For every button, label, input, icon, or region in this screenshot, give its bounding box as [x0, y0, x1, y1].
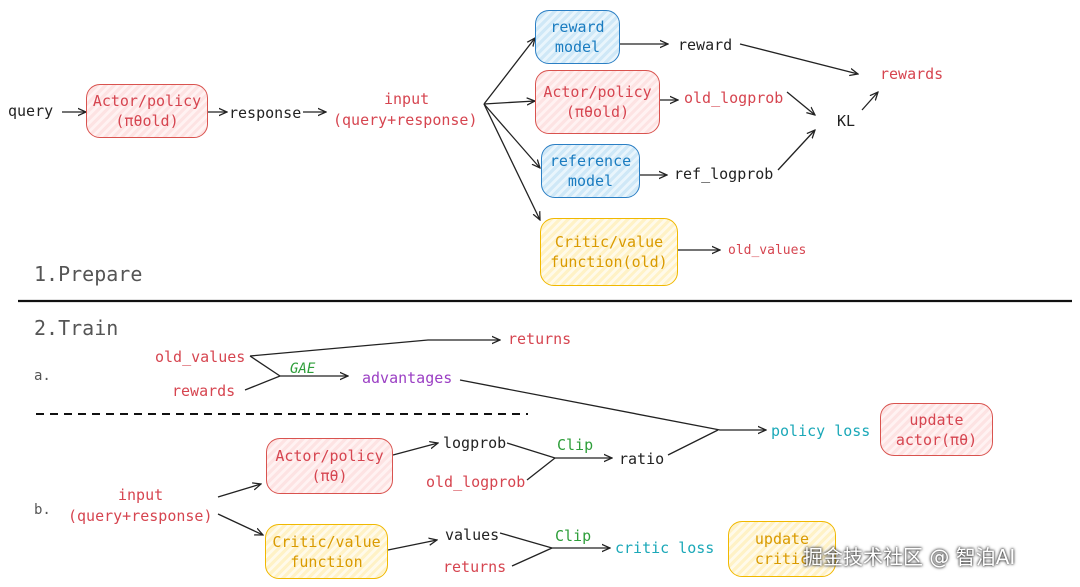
- arrow-reflogprob-kl: [777, 130, 815, 171]
- actor-policy-old-2-line1: Actor/policy: [543, 83, 652, 101]
- critic-value-line2: function: [290, 552, 363, 571]
- train-b-old-logprob-label: old_logprob: [426, 473, 526, 491]
- kl-label: KL: [837, 112, 856, 130]
- actor-policy-old-2-line2: (πθold): [565, 103, 630, 121]
- rewards-label: rewards: [880, 65, 944, 83]
- clip-2-label: Clip: [555, 527, 592, 545]
- arrow-input-actor: [217, 484, 261, 498]
- reward-label: reward: [678, 36, 733, 54]
- query-label: query: [8, 102, 54, 120]
- input-label: input: [384, 90, 430, 108]
- subsection-a-label: a.: [34, 368, 51, 384]
- arrow-advantages-policyloss: [459, 379, 766, 430]
- arrow-kl-rewards: [861, 92, 878, 111]
- old-logprob-label: old_logprob: [684, 89, 784, 107]
- input-sub-label: (query+response): [333, 111, 478, 129]
- clip-1-label: Clip: [557, 436, 594, 454]
- actor-policy-old-2-node: Actor/policy (πθold): [535, 70, 660, 134]
- train-b-input-label: input: [118, 486, 164, 504]
- response-label: response: [229, 104, 302, 122]
- actor-policy-node: Actor/policy (πθ): [266, 438, 393, 494]
- reward-model-line2: model: [554, 38, 601, 56]
- update-actor-line2: actor(πθ): [895, 430, 978, 449]
- watermark: 掘金技术社区 @ 智泊AI: [803, 545, 1016, 569]
- policy-loss-label: policy loss: [771, 422, 871, 440]
- arrow-input-actor-old: [483, 101, 535, 104]
- arrow-reward-rewards: [739, 43, 858, 74]
- reference-model-node: reference model: [541, 144, 640, 198]
- reward-model-node: reward model: [535, 10, 620, 64]
- critic-value-old-node: Critic/value function(old): [540, 218, 678, 286]
- update-actor-node: update actor(πθ): [880, 403, 993, 456]
- arrow-input-reference: [483, 103, 540, 168]
- update-critic-line2: critic: [754, 550, 810, 568]
- actor-policy-line1: Actor/policy: [275, 447, 384, 465]
- old-values-label: old_values: [728, 243, 807, 258]
- reference-model-line2: model: [567, 172, 614, 190]
- actor-policy-old-line1: Actor/policy: [92, 92, 202, 110]
- section-prepare-label: 1.Prepare: [34, 262, 143, 286]
- arrow-actor-logprob: [392, 443, 438, 456]
- critic-value-old-line2: function(old): [550, 253, 668, 271]
- actor-policy-old-node: Actor/policy (πθold): [86, 84, 208, 138]
- train-b-input-sub-label: (query+response): [68, 507, 213, 525]
- arrow-returns-criticloss: [511, 547, 553, 567]
- train-a-returns-label: returns: [508, 330, 572, 348]
- arrow-oldlogprob-kl: [786, 91, 815, 115]
- subsection-b-label: b.: [34, 502, 51, 518]
- critic-value-node: Critic/value function: [265, 524, 388, 579]
- ref-logprob-label: ref_logprob: [674, 165, 774, 183]
- gae-label: GAE: [290, 361, 316, 377]
- arrow-input-critic-b: [217, 513, 263, 535]
- values-label: values: [445, 526, 500, 544]
- arrow-oldvalues-returns: [249, 340, 500, 357]
- actor-policy-line2: (πθ): [311, 467, 348, 485]
- arrow-input-critic: [483, 103, 540, 220]
- arrow-ratio-policyloss: [667, 429, 719, 456]
- arrow-oldvalues-gae: [249, 355, 281, 377]
- update-critic-node: update critic: [728, 521, 836, 577]
- update-critic-line1: update: [754, 530, 810, 548]
- arrow-oldlogprob-ratio: [526, 457, 556, 481]
- critic-value-line1: Critic/value: [272, 532, 381, 551]
- section-train-label: 2.Train: [34, 316, 119, 340]
- reward-model-line1: reward: [550, 18, 605, 36]
- train-a-old-values-label: old_values: [155, 348, 246, 366]
- critic-loss-label: critic loss: [615, 539, 715, 557]
- actor-policy-old-line2: (πθold): [115, 112, 179, 130]
- train-b-returns-label: returns: [443, 558, 507, 576]
- update-actor-line1: update: [909, 410, 964, 429]
- critic-value-old-line1: Critic/value: [554, 233, 664, 251]
- advantages-label: advantages: [362, 369, 453, 387]
- arrow-critic-values: [387, 540, 437, 551]
- train-a-rewards-label: rewards: [172, 382, 236, 400]
- ratio-label: ratio: [619, 450, 665, 468]
- arrow-input-reward-model: [483, 38, 535, 105]
- reference-model-line1: reference: [549, 152, 632, 170]
- logprob-label: logprob: [443, 434, 507, 452]
